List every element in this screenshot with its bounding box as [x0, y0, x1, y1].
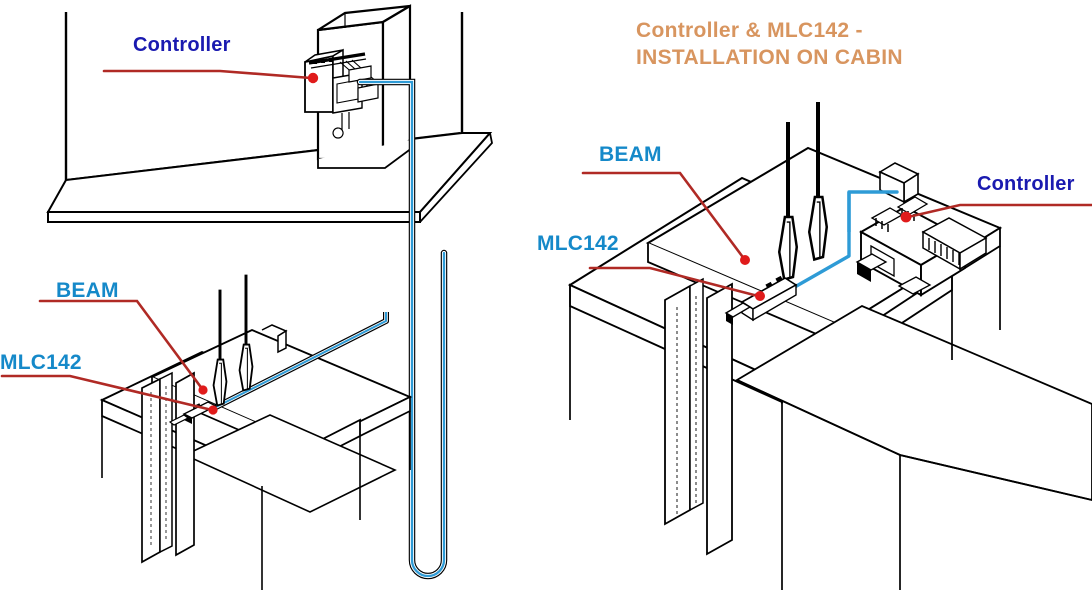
right-mlc142-leader: [588, 266, 760, 298]
label-controller-left: Controller: [133, 34, 231, 56]
label-beam-right: BEAM: [599, 143, 662, 166]
left-diagram: [46, 4, 493, 580]
label-beam-left: BEAM: [56, 279, 119, 302]
left-controller-leader: [102, 69, 313, 80]
left-beam-leader: [38, 299, 205, 392]
landing-door-panels-right: [664, 277, 733, 556]
right-diagram: [567, 100, 1092, 590]
mlc142-sensor-right: [724, 275, 798, 325]
leader-dots-left: [198, 72, 319, 415]
label-mlc142-left: MLC142: [0, 351, 82, 374]
cable-run-right: [784, 190, 899, 294]
leader-dots-right: [740, 211, 912, 301]
label-controller-right: Controller: [977, 173, 1075, 195]
right-beam-leader: [581, 171, 747, 262]
left-cabin-assembly: [99, 273, 413, 590]
cabin-roof-right: [567, 146, 1092, 590]
travelling-cable: [356, 78, 448, 580]
roof-cable-left: [212, 312, 389, 411]
diagram-title: Controller & MLC142 - INSTALLATION ON CA…: [636, 19, 903, 69]
label-mlc142-right: MLC142: [537, 232, 619, 255]
controller-unit: [304, 48, 380, 139]
landing-door-panels-left: [141, 371, 195, 564]
leader-lines-right: [581, 171, 1092, 298]
leader-lines-left: [0, 69, 313, 412]
right-controller-leader: [906, 203, 1092, 219]
left-mlc142-leader: [0, 374, 214, 412]
controller-unit-right: [855, 196, 988, 297]
machine-room-floor-slab: [46, 132, 493, 223]
